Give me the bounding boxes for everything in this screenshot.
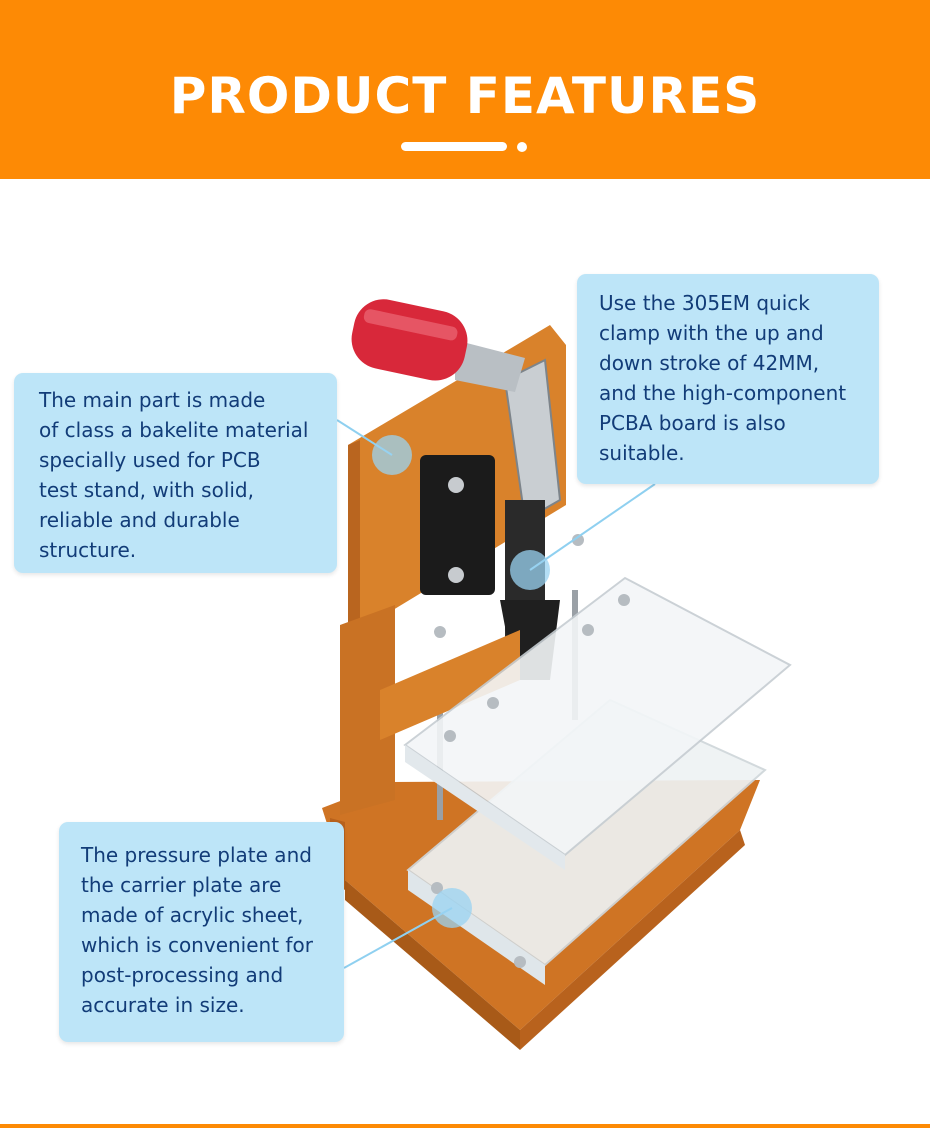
red-handle [351,299,468,381]
screws [431,534,630,968]
callout-line: which is convenient for [81,933,313,957]
callout-line: of class a bakelite material [39,418,309,442]
callout-pointers [336,419,656,969]
callout-line: post-processing and [81,963,284,987]
callout-line: the carrier plate are [81,873,282,897]
callout-line: suitable. [599,441,685,465]
clamp-mount [420,455,495,595]
callout-line: specially used for PCB [39,448,261,472]
callout-line: Use the 305EM quick [599,291,810,315]
callout-line: The pressure plate and [81,843,312,867]
callout-line: PCBA board is also [599,411,786,435]
footer-divider [0,1124,930,1128]
callout-line: test stand, with solid, [39,478,254,502]
pressure-bracket [380,630,520,740]
callout-bakelite-material: The main part is made of class a bakelit… [14,373,337,573]
product-photo [322,299,792,1050]
callout-line: reliable and durable [39,508,240,532]
header-banner: PRODUCT FEATURES [0,0,930,179]
callout-line: structure. [39,538,137,562]
title-dot [517,142,527,152]
callout-quick-clamp: Use the 305EM quick clamp with the up an… [577,274,879,484]
callout-line: and the high-component [599,381,847,405]
callout-line: clamp with the up and [599,321,824,345]
callout-line: The main part is made [39,388,266,412]
callout-line: down stroke of 42MM, [599,351,820,375]
pressure-plate [403,576,792,870]
title-underline [401,142,507,151]
callout-line: accurate in size. [81,993,245,1017]
callout-line: made of acrylic sheet, [81,903,304,927]
callout-acrylic-plates: The pressure plate and the carrier plate… [59,822,344,1042]
page-title: PRODUCT FEATURES [169,67,761,125]
